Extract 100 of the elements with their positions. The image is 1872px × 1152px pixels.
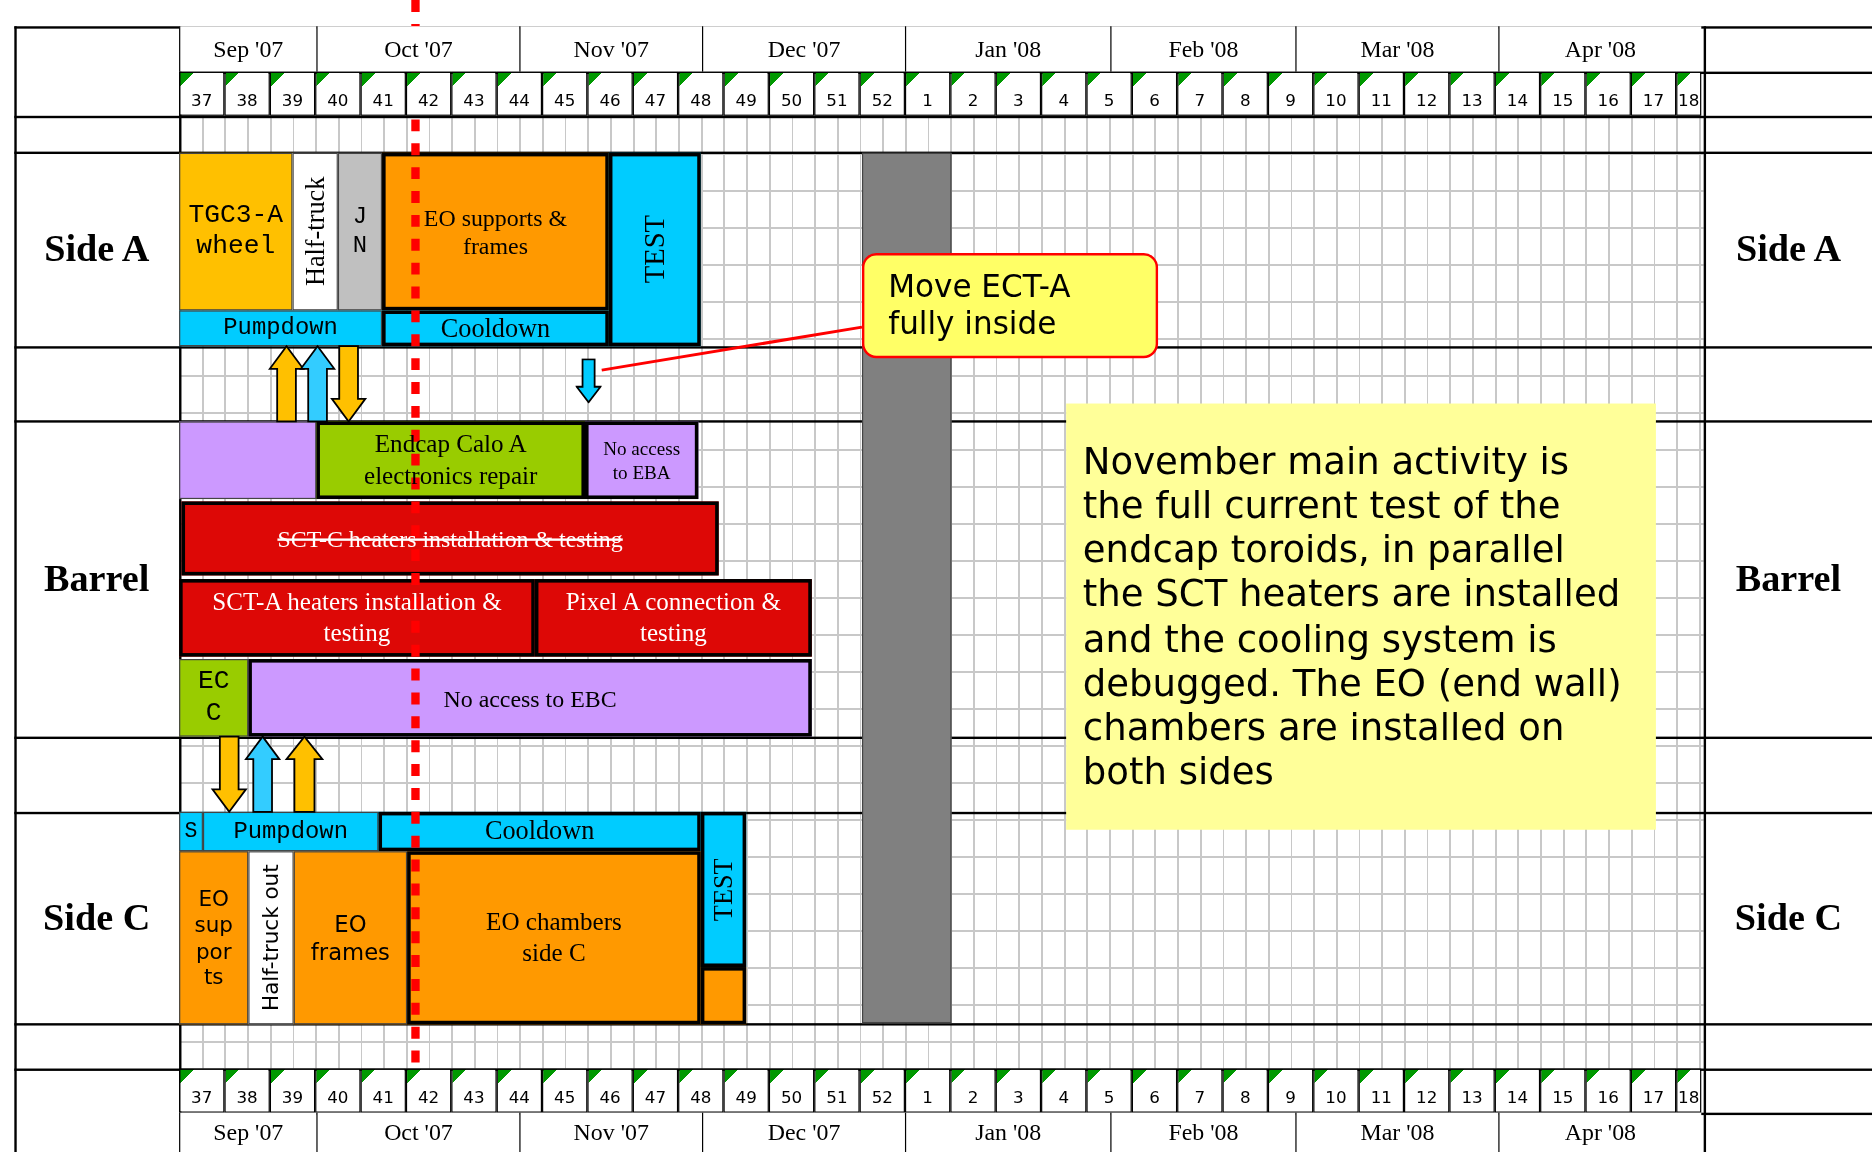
week-number: 18 <box>1676 71 1702 116</box>
week-number: 3 <box>995 71 1042 116</box>
month-label: Mar '08 <box>1295 1112 1499 1152</box>
week-number: 51 <box>814 1068 860 1113</box>
week-number: 46 <box>587 71 633 116</box>
week-number: 44 <box>496 1068 542 1113</box>
week-number: 5 <box>1086 71 1132 116</box>
block-arrow <box>210 735 248 814</box>
week-number: 52 <box>859 1068 905 1113</box>
row-label: Side A <box>43 225 151 272</box>
task-label: EO supports & frames <box>422 203 569 261</box>
task-bar <box>293 851 408 1025</box>
week-number: 39 <box>269 71 316 116</box>
task-bar <box>700 967 747 1025</box>
month-label: Jan '08 <box>904 26 1111 72</box>
callout-text: Move ECT-A fully inside <box>888 268 1072 343</box>
note-box <box>1066 403 1656 830</box>
row-label: Side A <box>1734 225 1842 272</box>
task-bar <box>292 152 338 311</box>
task-label: Pumpdown <box>233 817 348 846</box>
block-arrow <box>244 735 282 813</box>
week-number: 52 <box>859 71 905 116</box>
week-number: 50 <box>768 71 815 116</box>
week-number: 5 <box>1086 1068 1132 1113</box>
task-bar <box>608 152 701 347</box>
week-number: 43 <box>451 1068 497 1113</box>
task-label: SCT-C heaters installation & testing <box>277 524 623 553</box>
month-label: Nov '07 <box>519 26 702 72</box>
task-label: Half-truck out <box>258 864 284 1012</box>
row-label: Side C <box>1733 894 1844 941</box>
week-number: 6 <box>1131 1068 1178 1113</box>
week-number: 45 <box>542 71 588 116</box>
week-number: 10 <box>1313 71 1359 116</box>
week-number: 39 <box>269 1068 316 1113</box>
week-number: 45 <box>542 1068 588 1113</box>
week-number: 37 <box>179 71 225 116</box>
task-bar <box>337 152 383 311</box>
block-arrow <box>284 735 325 813</box>
task-bar <box>179 152 293 311</box>
task-label: TEST <box>707 858 739 921</box>
week-number: 16 <box>1585 71 1631 116</box>
month-label: Apr '08 <box>1498 1112 1702 1152</box>
task-label: Cooldown <box>440 314 551 343</box>
task-bar <box>202 811 379 852</box>
week-number: 13 <box>1449 1068 1495 1113</box>
task-bar <box>534 579 812 657</box>
task-bar <box>407 851 701 1025</box>
week-number: 12 <box>1404 71 1450 116</box>
week-number: 51 <box>814 71 860 116</box>
task-bar <box>179 811 203 852</box>
week-number: 38 <box>224 1068 270 1113</box>
week-number: 48 <box>678 1068 724 1113</box>
task-label: TGC3-A wheel <box>187 200 285 264</box>
month-label: Mar '08 <box>1295 26 1499 72</box>
week-number: 2 <box>950 1068 996 1113</box>
week-number: 40 <box>315 71 361 116</box>
week-number: 8 <box>1222 1068 1268 1113</box>
week-number: 49 <box>723 71 769 116</box>
note-text: November main activity is the full current test of the endcap toroids, in parallel the SCT heaters are installed and the cooling system is debugged. The EO (end wall) chambers are installed on both sides <box>1082 439 1623 795</box>
row-label: Barrel <box>43 555 151 602</box>
task-bar <box>181 501 719 576</box>
task-bar <box>179 310 383 347</box>
block-arrow <box>330 345 368 423</box>
week-number: 7 <box>1177 71 1223 116</box>
task-bar <box>179 659 249 737</box>
week-number: 6 <box>1131 71 1178 116</box>
month-label: Sep '07 <box>179 1112 317 1152</box>
month-label: Oct '07 <box>316 1112 520 1152</box>
week-number: 15 <box>1540 1068 1586 1113</box>
task-label: SCT-A heaters installation & testing <box>211 587 503 648</box>
week-number: 41 <box>360 1068 406 1113</box>
month-label: Feb '08 <box>1110 1112 1296 1152</box>
week-number: 47 <box>632 71 679 116</box>
callout-box <box>862 253 1159 359</box>
week-number: 18 <box>1676 1068 1702 1113</box>
week-number: 9 <box>1267 1068 1314 1113</box>
task-label: EO frames <box>309 910 391 965</box>
week-number: 4 <box>1041 1068 1087 1113</box>
week-number: 13 <box>1449 71 1495 116</box>
month-label: Feb '08 <box>1110 26 1296 72</box>
week-number: 3 <box>995 1068 1042 1113</box>
week-number: 17 <box>1630 71 1677 116</box>
week-number: 44 <box>496 71 542 116</box>
task-label: Half-truck <box>299 176 331 287</box>
row-label: Side C <box>42 894 152 941</box>
task-bar <box>382 152 609 311</box>
week-number: 40 <box>315 1068 361 1113</box>
month-label: Oct '07 <box>316 26 520 72</box>
task-bar <box>316 421 585 500</box>
week-number: 49 <box>723 1068 769 1113</box>
month-label: Sep '07 <box>179 26 317 72</box>
week-number: 15 <box>1540 71 1586 116</box>
task-label: TEST <box>637 215 671 284</box>
task-label: J N <box>351 202 369 261</box>
month-label: Apr '08 <box>1498 26 1702 72</box>
week-number: 38 <box>224 71 270 116</box>
week-number: 1 <box>904 1068 951 1113</box>
week-number: 9 <box>1267 71 1314 116</box>
week-number: 42 <box>405 71 452 116</box>
month-label: Dec '07 <box>702 26 905 72</box>
